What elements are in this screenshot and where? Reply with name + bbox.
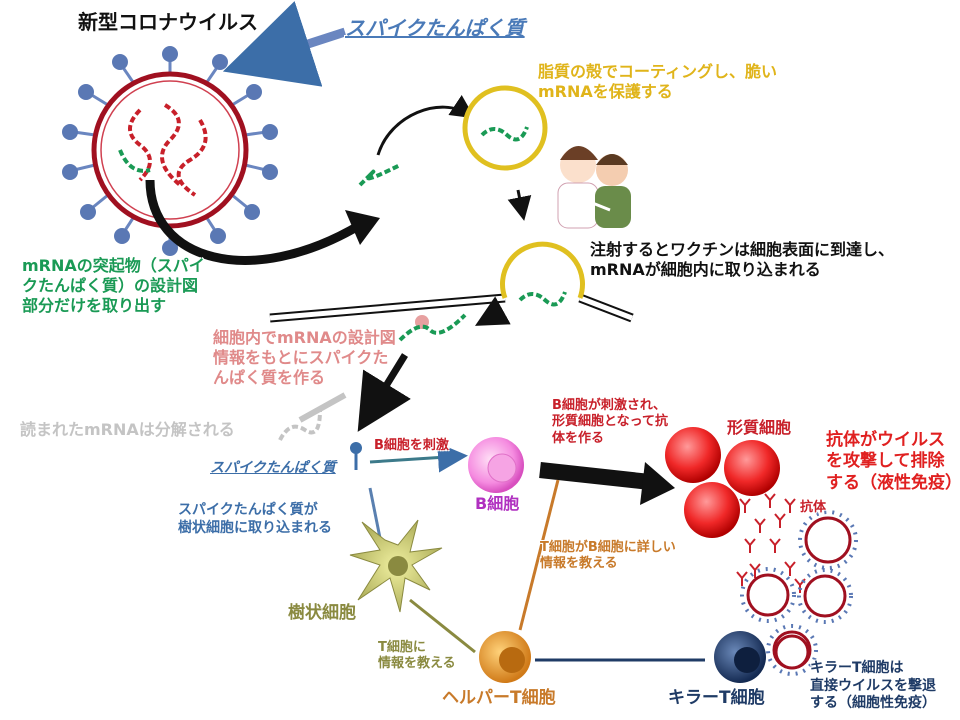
killer-target-virus — [774, 634, 810, 670]
spike-protein-icon — [350, 442, 362, 470]
degraded-text: 読まれたmRNAは分解される — [20, 420, 235, 439]
killer-t-cell-icon — [714, 631, 766, 683]
extract-text: mRNAの突起物（スパイクたんぱく質）の設計図部分だけを取り出す — [22, 256, 205, 315]
killer-attack-text: キラーT細胞は直接ウイルスを撃退する（細胞性免疫） — [810, 660, 936, 711]
injection-text: 注射するとワクチンは細胞表面に到達し、mRNAが細胞内に取り込まれる — [590, 240, 895, 279]
dendritic-cell-label: 樹状細胞 — [288, 603, 356, 623]
degraded-mrna — [278, 409, 322, 441]
t-tells-b-text: T細胞がB細胞に詳しい情報を教える — [540, 540, 676, 572]
in-cell-text: 細胞内でmRNAの設計図情報をもとにスパイクたんぱく質を作る — [213, 328, 396, 387]
lipid-nanoparticle — [462, 85, 548, 171]
spike-label-2: スパイクたんぱく質 — [210, 460, 336, 476]
plasma-cell-label: 形質細胞 — [727, 418, 792, 437]
antibody-attack-text: 抗体がウイルスを攻撃して排除する（液性免疫） — [826, 430, 960, 493]
vaccination-illustration — [557, 146, 631, 229]
t-info-text: T細胞に情報を教える — [378, 640, 456, 672]
translate-arrow — [357, 353, 411, 432]
mrna-in-cell — [398, 313, 467, 342]
extract-arrow — [145, 179, 363, 265]
antibodies — [736, 493, 806, 593]
spike-pointer-arrow — [222, 1, 347, 87]
cell-membrane — [269, 241, 634, 323]
b-stimulated-text: B細胞が刺激され、形質細胞となって抗体を作る — [552, 398, 668, 446]
coronavirus-icon — [62, 46, 278, 256]
plasma-cells — [665, 427, 780, 538]
spike-label: スパイクたんぱく質 — [345, 16, 525, 40]
helper-t-cell-icon — [479, 631, 531, 683]
b-cell-label: B細胞 — [475, 494, 520, 513]
antibody-label: 抗体 — [800, 500, 827, 515]
helper-t-label: ヘルパーT細胞 — [442, 688, 556, 708]
virus-title: 新型コロナウイルス — [78, 10, 258, 34]
b-cell-icon — [468, 437, 524, 493]
b-to-plasma-arrow — [640, 462, 675, 505]
free-mrna — [358, 163, 401, 187]
killer-t-label: キラーT細胞 — [668, 688, 765, 708]
dendritic-take-text: スパイクたんぱく質が樹状細胞に取り込まれる — [178, 502, 332, 536]
b-stim-text: B細胞を刺激 — [374, 438, 449, 453]
dendritic-cell-icon — [349, 519, 443, 613]
